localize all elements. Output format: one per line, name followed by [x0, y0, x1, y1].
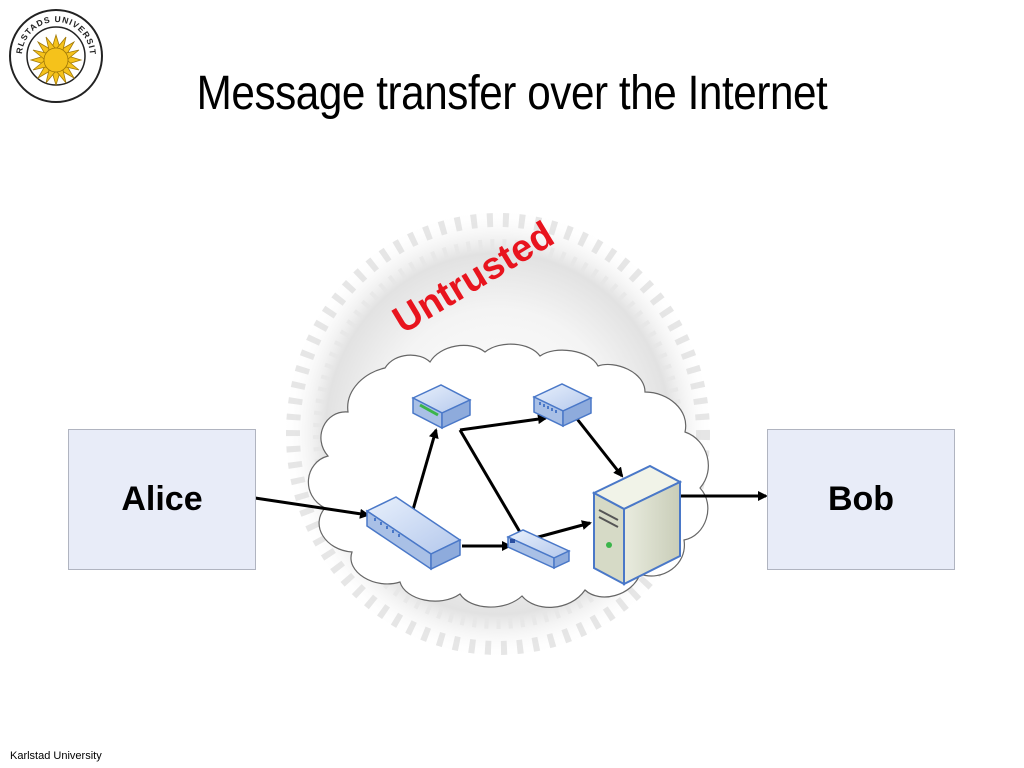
- arrow-router1-hub: [459, 414, 548, 432]
- router-icon: [411, 384, 472, 430]
- small-switch-icon: [506, 529, 571, 570]
- bob-box: Bob: [767, 429, 955, 570]
- footer-text: Karlstad University: [10, 750, 102, 762]
- server-icon: [591, 464, 683, 586]
- arrow-router1-smallswitch: [458, 429, 526, 541]
- hub-icon: [532, 383, 593, 428]
- university-logo: KARLSTADS UNIVERSITET: [8, 8, 103, 103]
- sun-icon: [29, 33, 83, 87]
- alice-box: Alice: [68, 429, 256, 570]
- arrow-alice-switch: [254, 496, 370, 519]
- slide-title: Message transfer over the Internet: [196, 67, 828, 120]
- arrow-hub-server: [568, 409, 624, 478]
- switch-icon: [365, 496, 462, 571]
